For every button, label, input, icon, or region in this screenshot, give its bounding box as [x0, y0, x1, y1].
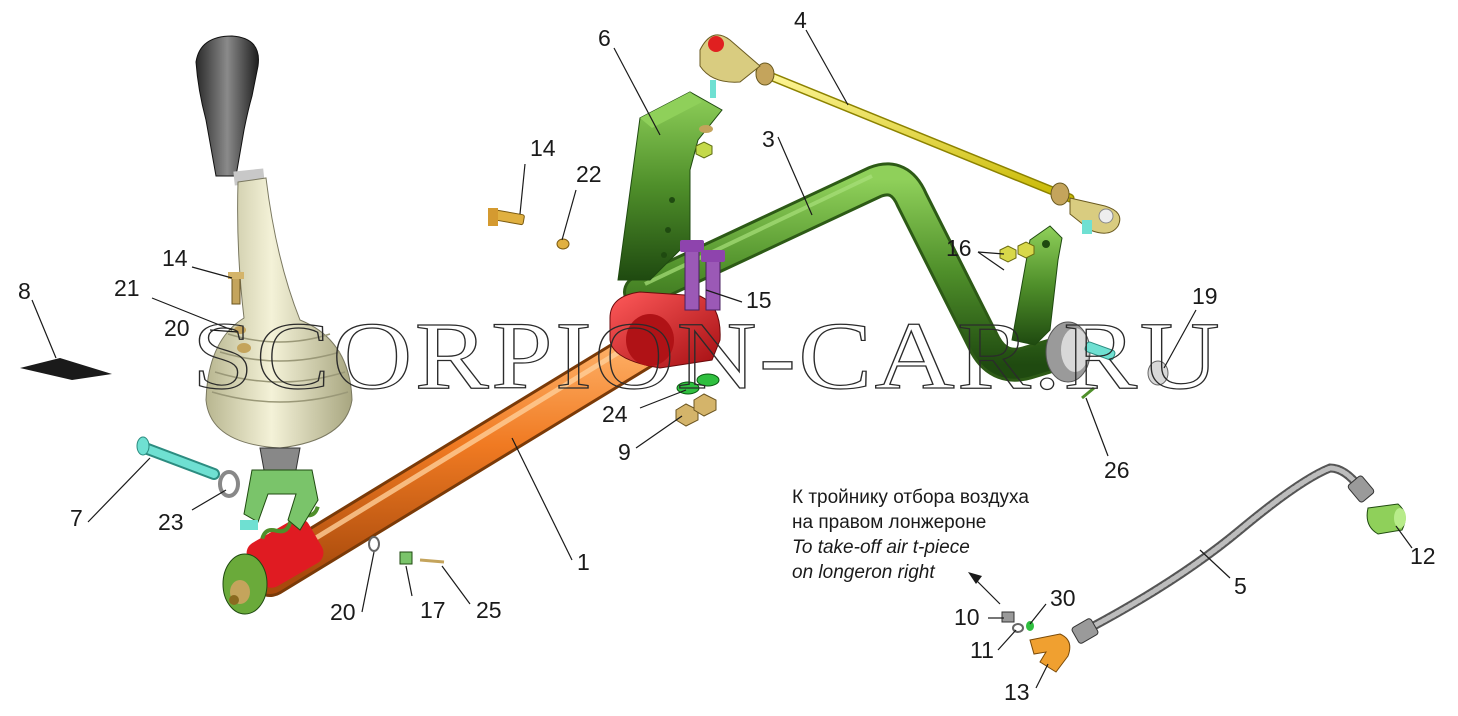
callout-20-upper: 20	[164, 315, 190, 341]
callout-30: 30	[1050, 585, 1076, 611]
part-17-clip	[399, 551, 413, 565]
part-20-washer-lower	[368, 536, 380, 552]
part-15-bolts	[680, 240, 725, 311]
callout-12: 12	[1410, 543, 1436, 569]
watermark: SCORPION-CAR.RU	[192, 302, 1222, 409]
callout-21: 21	[114, 275, 140, 301]
part-23-washer	[218, 470, 240, 498]
part-9-nuts	[675, 393, 717, 427]
shaft-left-end	[222, 506, 324, 615]
part-22-washer	[556, 238, 570, 250]
part-10-11-30-small	[1001, 611, 1034, 633]
callout-24: 24	[602, 401, 628, 427]
callout-4: 4	[794, 7, 807, 33]
callout-3: 3	[762, 126, 775, 152]
callout-13: 13	[1004, 679, 1030, 705]
note-en-line-2: on longeron right	[792, 562, 935, 583]
callout-16: 16	[946, 235, 972, 261]
callout-15: 15	[746, 287, 772, 313]
callout-7: 7	[70, 505, 83, 531]
note-en-line-1: To take-off air t-piece	[792, 537, 970, 558]
note-arrow	[968, 572, 1001, 605]
note-ru-line-1: К тройнику отбора воздуха	[792, 487, 1029, 508]
cyan-bolt-right	[1084, 341, 1116, 361]
callout-14-middle: 14	[530, 135, 556, 161]
callout-1: 1	[577, 549, 590, 575]
part-1-orange-shaft	[249, 317, 681, 597]
part-4-yellow-rod	[699, 34, 1121, 234]
callout-19: 19	[1192, 283, 1218, 309]
red-clamp	[609, 291, 721, 369]
part-14-bolt-left	[228, 272, 244, 305]
part-14-bolt-middle	[488, 208, 525, 226]
callout-17: 17	[420, 597, 446, 623]
callout-11: 11	[970, 637, 994, 663]
callout-26: 26	[1104, 457, 1130, 483]
callout-labels: 1 3 4 5 6 7 8 9 10 11 12 13 14 14 15 16 …	[18, 7, 1436, 705]
callout-8: 8	[18, 278, 31, 304]
callout-6: 6	[598, 25, 611, 51]
part-8-plate	[20, 358, 112, 380]
part-6-bracket	[617, 80, 723, 281]
callout-5: 5	[1234, 573, 1247, 599]
leader-lines	[31, 29, 1413, 689]
lever-fork	[240, 469, 319, 531]
destination-note: К тройнику отбора воздуха на правом лонж…	[792, 487, 1029, 583]
gear-lever	[195, 35, 353, 471]
callout-20-lower: 20	[330, 599, 356, 625]
part-12-fitting	[1366, 503, 1406, 535]
callout-10: 10	[954, 604, 980, 630]
part-7-pin	[136, 436, 220, 480]
callout-23: 23	[158, 509, 184, 535]
part-5-hose	[1071, 463, 1375, 644]
callout-14-left: 14	[162, 245, 188, 271]
note-ru-line-2: на правом лонжероне	[792, 512, 986, 533]
callout-9: 9	[618, 439, 631, 465]
part-26-pin	[1081, 386, 1095, 400]
part-19-nut	[1147, 360, 1169, 386]
right-bracket	[999, 225, 1063, 346]
part-13-elbow	[1029, 633, 1071, 673]
callout-25: 25	[476, 597, 502, 623]
part-3-green-tube	[623, 162, 1087, 382]
callout-22: 22	[576, 161, 602, 187]
part-25-pin	[419, 558, 445, 564]
